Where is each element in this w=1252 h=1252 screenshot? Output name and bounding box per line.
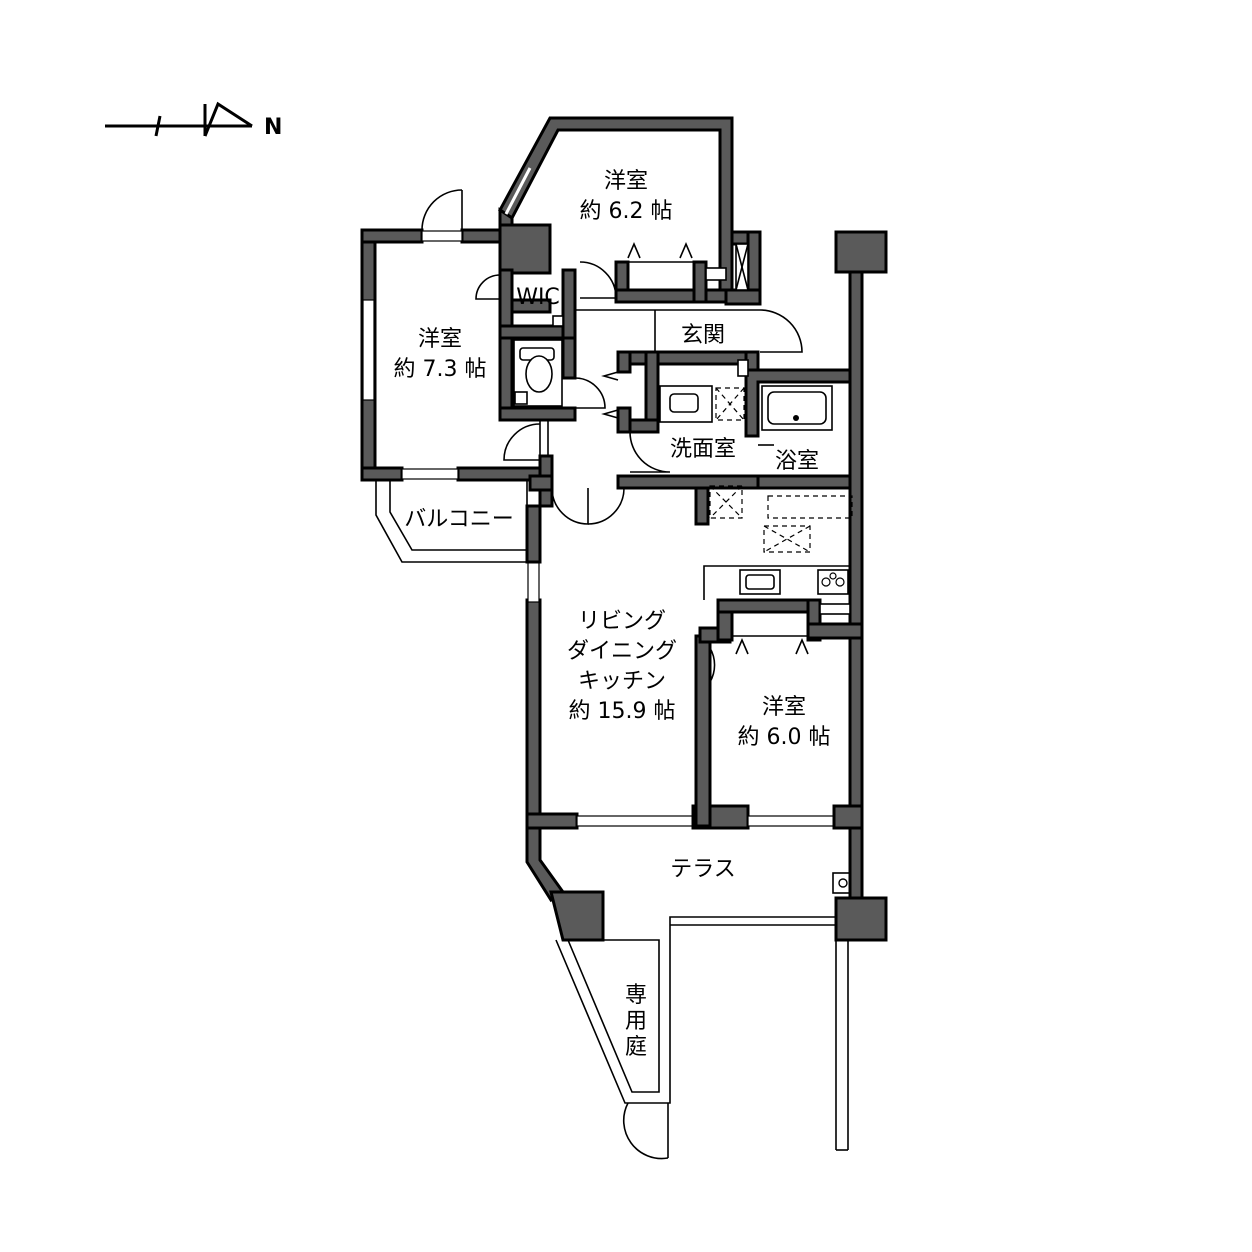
room-western-a-size: 約 6.2 帖 — [580, 199, 673, 224]
room-western-b-name: 洋室 — [418, 327, 462, 352]
room-garden-char3: 庭 — [625, 1035, 647, 1060]
room-garden-char1: 専 — [625, 983, 647, 1008]
walls — [360, 116, 888, 942]
room-labels: 洋室 約 6.2 帖 洋室 約 7.3 帖 WIC 玄関 洗面室 浴室 バルコニ… — [394, 169, 831, 1060]
exterior-lines — [375, 480, 854, 1160]
room-balcony-label: バルコニー — [404, 507, 514, 532]
north-arrow-icon — [105, 101, 253, 137]
room-entrance-label: 玄関 — [681, 323, 725, 348]
room-western-a-name: 洋室 — [604, 169, 648, 194]
room-western-c-size: 約 6.0 帖 — [738, 725, 831, 750]
fixtures — [421, 189, 853, 683]
room-washroom-label: 洗面室 — [670, 437, 736, 462]
room-garden-char2: 用 — [625, 1009, 647, 1034]
room-ldk-size: 約 15.9 帖 — [569, 699, 676, 724]
compass-label: N — [264, 115, 282, 140]
room-ldk-line3: キッチン — [578, 669, 666, 694]
room-wic-label: WIC — [516, 285, 560, 310]
room-western-b-size: 約 7.3 帖 — [394, 357, 487, 382]
room-ldk-line1: リビング — [578, 609, 666, 634]
room-ldk-line2: ダイニング — [567, 639, 677, 664]
room-bath-label: 浴室 — [775, 449, 819, 474]
room-terrace-label: テラス — [670, 857, 736, 882]
room-western-c-name: 洋室 — [762, 695, 806, 720]
